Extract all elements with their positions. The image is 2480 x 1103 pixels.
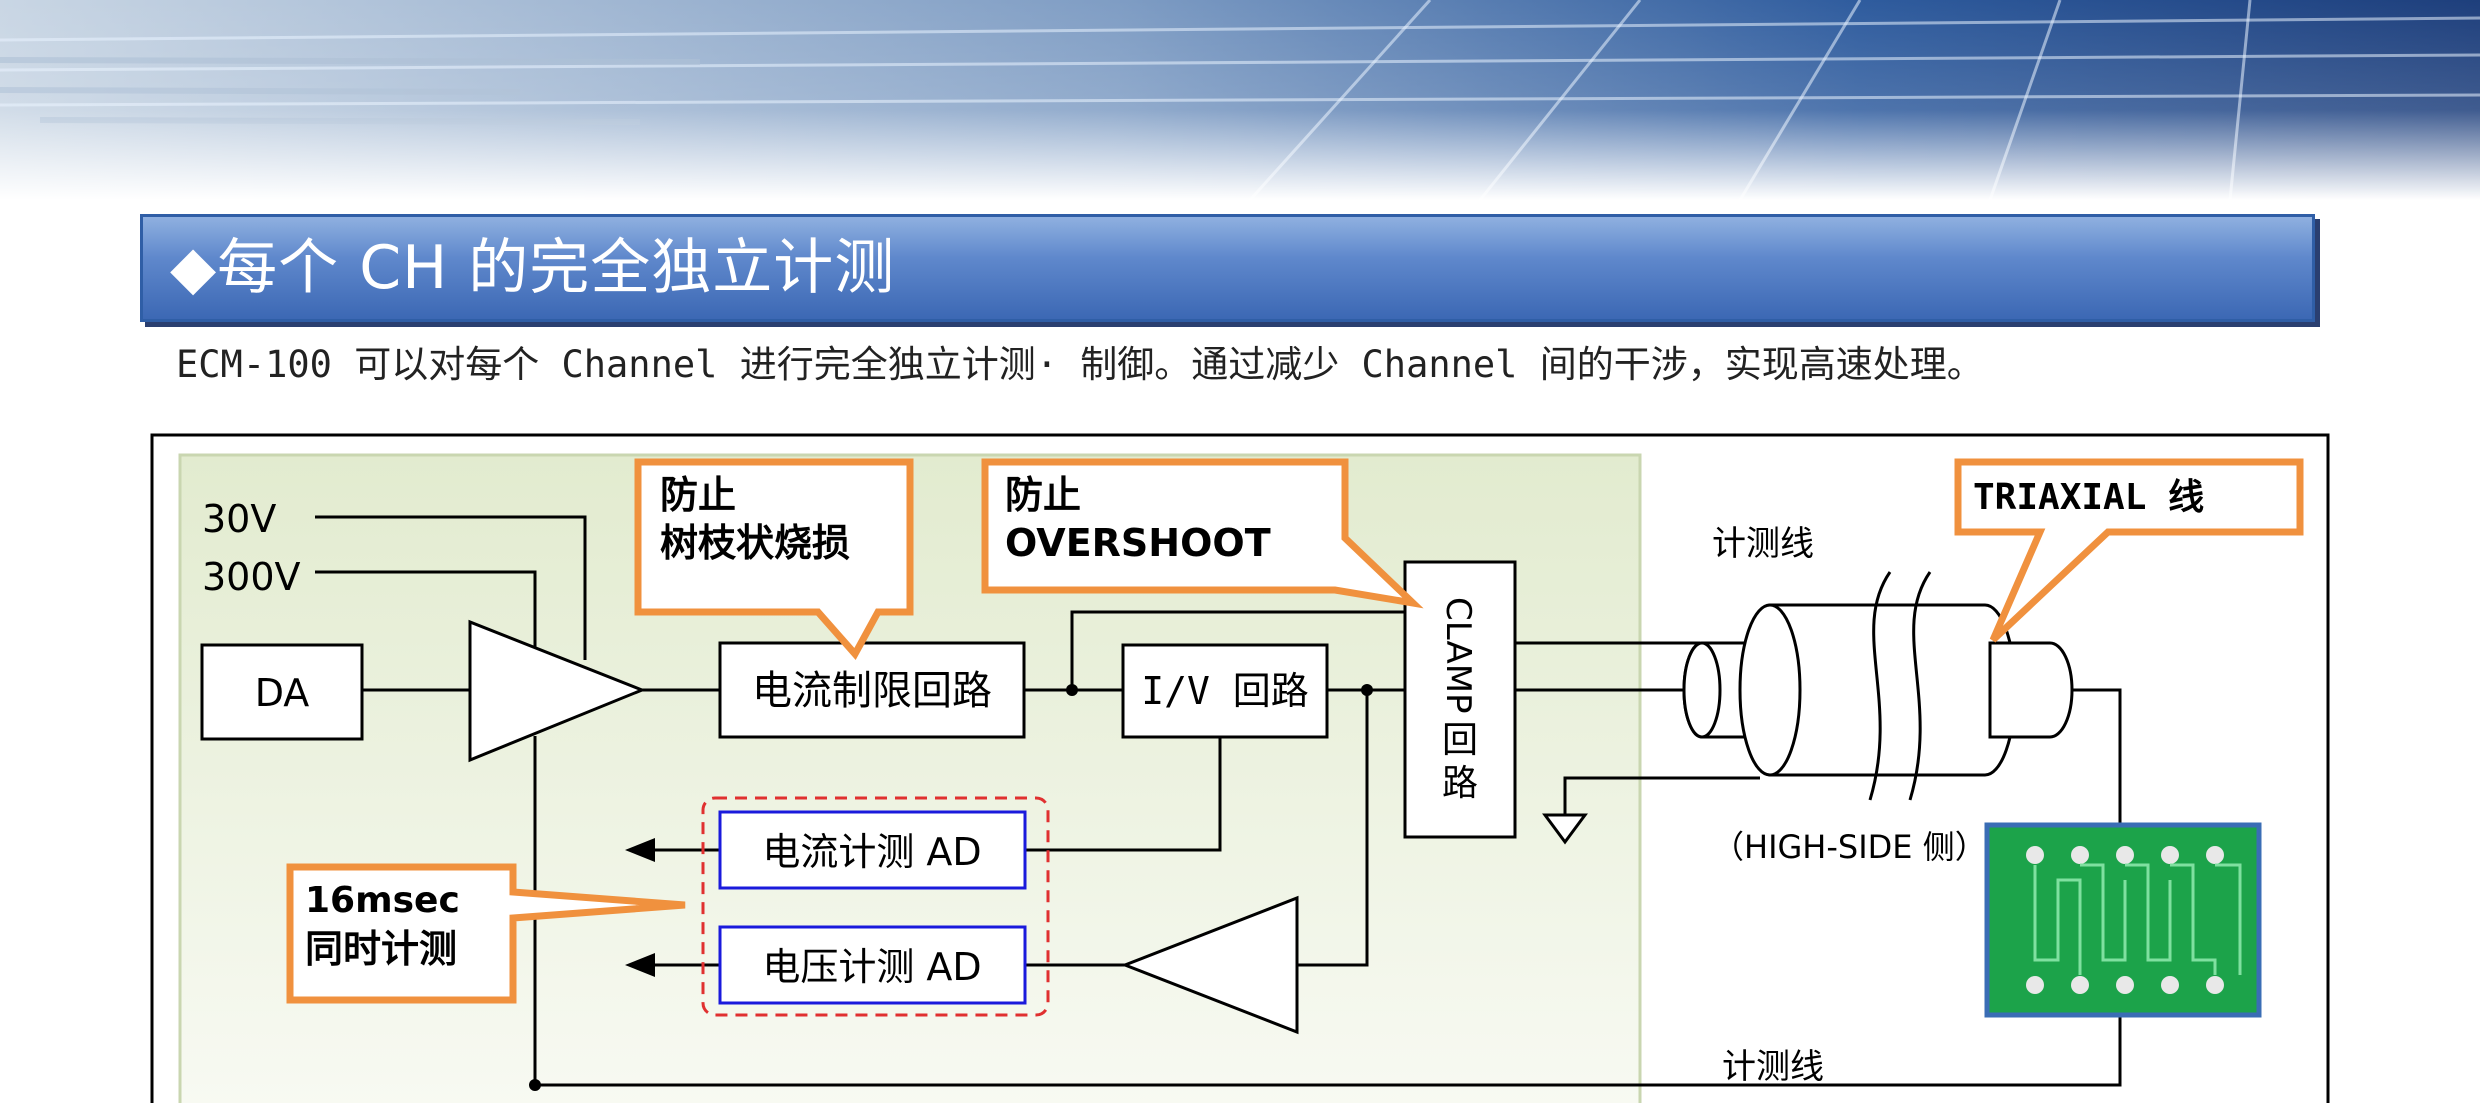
iv-label: I/V 回路 [1141,669,1309,713]
callout-dendrite-line1: 防止 [660,473,736,517]
current-ad-label: 电流计测 AD [762,830,981,874]
callout-dendrite-line2: 树枝状烧损 [660,521,850,565]
junction-dot [1361,684,1373,696]
junction-dot [529,1079,541,1091]
da-block [200,643,364,741]
label-30v: 30V [202,497,276,541]
callout-triaxial-label: TRIAXIAL 线 [1973,477,2204,518]
current-ad-block [718,810,1027,890]
da-label: DA [255,671,310,715]
circuit-board-icon [1984,822,2262,1018]
iv-block [1121,643,1329,739]
current-limit-label: 电流制限回路 [752,668,992,714]
callout-simultaneous [286,863,686,1004]
clamp-block [1403,560,1517,839]
measure-line-label-bottom: 计测线 [1722,1047,1824,1087]
ground-icon [1542,813,1588,845]
callout-triaxial [1954,458,2304,643]
header-banner [0,0,2480,200]
triaxial-cable-graphic [1682,571,2074,801]
junction-dot [1066,684,1078,696]
callout-simultaneous-line1: 16msec [305,880,460,921]
callout-dendrite [634,458,914,661]
ad-group-outline [701,796,1050,1017]
callout-simultaneous-line2: 同时计测 [305,927,457,971]
label-300v: 300V [202,555,301,599]
banner-graphic [0,0,2480,200]
page-title: ◆每个 CH 的完全独立计测 [170,233,896,303]
current-limit-block [718,641,1026,739]
voltage-ad-block [718,925,1027,1005]
high-side-label: （HIGH-SIDE 侧） [1712,828,1987,866]
clamp-label: CLAMP [1438,597,1478,714]
clamp-label-line2: 回 [1442,720,1478,761]
clamp-label-line3: 路 [1442,763,1478,804]
title-bar [140,214,2315,322]
arrow-left-icon [625,953,655,977]
page-subtitle: ECM-100 可以对每个 Channel 进行完全独立计测· 制御。通过减少 … [176,343,1984,386]
amplifier-symbol [468,619,647,763]
callout-overshoot-line2: OVERSHOOT [1005,521,1271,565]
buffer-amplifier-symbol [1120,895,1299,1035]
voltage-ad-label: 电压计测 AD [762,945,981,989]
measure-line-label-top: 计测线 [1712,524,1814,564]
arrow-left-icon [625,838,655,862]
callout-overshoot-line1: 防止 [1005,473,1081,517]
callout-overshoot [981,458,1424,609]
